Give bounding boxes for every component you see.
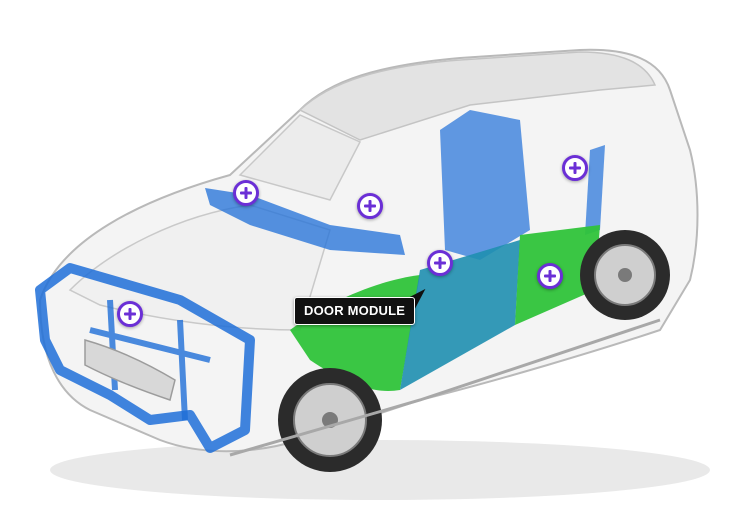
hotspot-front-seat[interactable] [357,193,383,219]
hotspot-front-end-carrier[interactable] [117,301,143,327]
door-module-tooltip: DOOR MODULE [294,297,416,325]
hotspot-rear-door[interactable] [537,263,563,289]
hotspot-windshield-crossbeam[interactable] [233,180,259,206]
hotspot-rear-pillar[interactable] [562,155,588,181]
hotspot-front-door[interactable] [427,250,453,276]
